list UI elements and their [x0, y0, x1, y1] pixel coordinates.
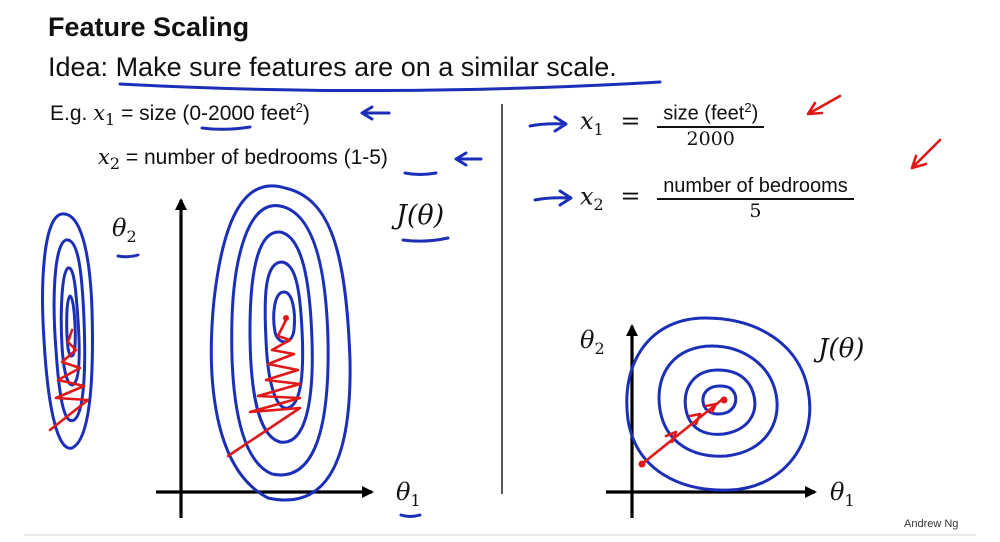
eg-label: E.g. — [50, 102, 88, 125]
left-theta2-label: θ2 — [112, 214, 137, 246]
range-2000-underline — [200, 125, 252, 131]
x1-pointer-arrow — [360, 105, 391, 121]
x2-check-mark — [910, 138, 942, 170]
left-cost-label: J(θ) — [396, 200, 445, 231]
f-x1-num-close: ) — [751, 102, 759, 125]
x1-check-mark — [806, 94, 842, 116]
right-theta1-symbol: θ — [830, 478, 845, 506]
theta1-underline — [399, 513, 422, 518]
f-x1-fraction: size (feet2) 2000 — [657, 96, 765, 150]
idea-statement: Idea: Make sure features are on a simila… — [48, 52, 617, 83]
left-descent-path — [226, 315, 302, 458]
right-cost-label: J(θ) — [818, 334, 865, 364]
f-x1-num-text: size (feet — [663, 102, 745, 125]
far-left-descent-path — [48, 328, 90, 432]
x1-range: 0-2000 — [189, 102, 255, 125]
example-x2-line: x2 = number of bedrooms (1-5) — [98, 145, 388, 173]
f-x2-sub: 2 — [593, 195, 604, 215]
f-x2-var: x — [580, 182, 594, 211]
cost-underline — [401, 236, 450, 243]
right-theta1-sub: 1 — [844, 490, 855, 510]
f-x2-fraction: number of bedrooms 5 — [657, 174, 854, 222]
f-x1-sub: 1 — [593, 119, 604, 139]
f-x2-eq: = — [620, 182, 641, 211]
f-x1-var: x — [580, 107, 594, 136]
f-x2-denominator: 5 — [749, 200, 762, 222]
f-x1-eq: = — [620, 107, 641, 136]
left-theta2-symbol: θ — [112, 214, 127, 242]
right-theta2-label: θ2 — [580, 326, 605, 358]
left-theta1-label: θ1 — [396, 478, 421, 510]
f-x1-num-exp: 2 — [744, 100, 752, 115]
idea-underline — [118, 80, 662, 93]
right-theta2-sub: 2 — [594, 338, 605, 358]
x2-range: 1-5 — [350, 146, 381, 169]
idea-prefix: Idea: — [48, 52, 116, 82]
left-theta1-sub: 1 — [410, 490, 421, 510]
theta2-underline — [116, 253, 140, 259]
x2-close: ) — [380, 146, 388, 169]
f-x2-numerator: number of bedrooms — [657, 174, 854, 200]
range-1-5-underline — [403, 171, 438, 176]
left-theta1-symbol: θ — [396, 478, 411, 506]
far-left-contours — [41, 212, 94, 450]
x1-sub: 1 — [105, 110, 116, 130]
author-credit: Andrew Ng — [904, 518, 959, 530]
example-x1-line: E.g. x1 = size (0-2000 feet2) — [50, 100, 310, 129]
formula-x1: x1 = size (feet2) 2000 — [580, 96, 765, 150]
x2-var: x — [98, 145, 110, 169]
x1-close: ) — [302, 102, 310, 125]
right-contours — [625, 316, 812, 492]
x1-desc: = size ( — [115, 102, 190, 125]
right-theta1-label: θ1 — [830, 478, 855, 510]
formula-x2: x2 = number of bedrooms 5 — [580, 174, 854, 222]
x1-unit: feet — [254, 102, 296, 125]
formula-x1-arrow — [528, 115, 568, 133]
x2-pointer-arrow — [454, 151, 483, 167]
right-descent-path — [638, 396, 728, 468]
slide-title: Feature Scaling — [48, 12, 250, 42]
formula-x2-arrow — [533, 189, 573, 207]
x2-desc: = number of bedrooms ( — [120, 146, 351, 169]
idea-text: Make sure features are on a similar scal… — [115, 52, 610, 82]
f-x1-denominator: 2000 — [686, 127, 735, 150]
idea-suffix: . — [609, 52, 617, 82]
right-theta2-symbol: θ — [580, 326, 595, 354]
x1-exp: 2 — [295, 100, 303, 115]
x2-sub: 2 — [109, 154, 121, 174]
f-x1-numerator: size (feet2) — [657, 96, 765, 128]
x1-var: x — [93, 101, 106, 125]
left-theta2-sub: 2 — [126, 226, 137, 246]
